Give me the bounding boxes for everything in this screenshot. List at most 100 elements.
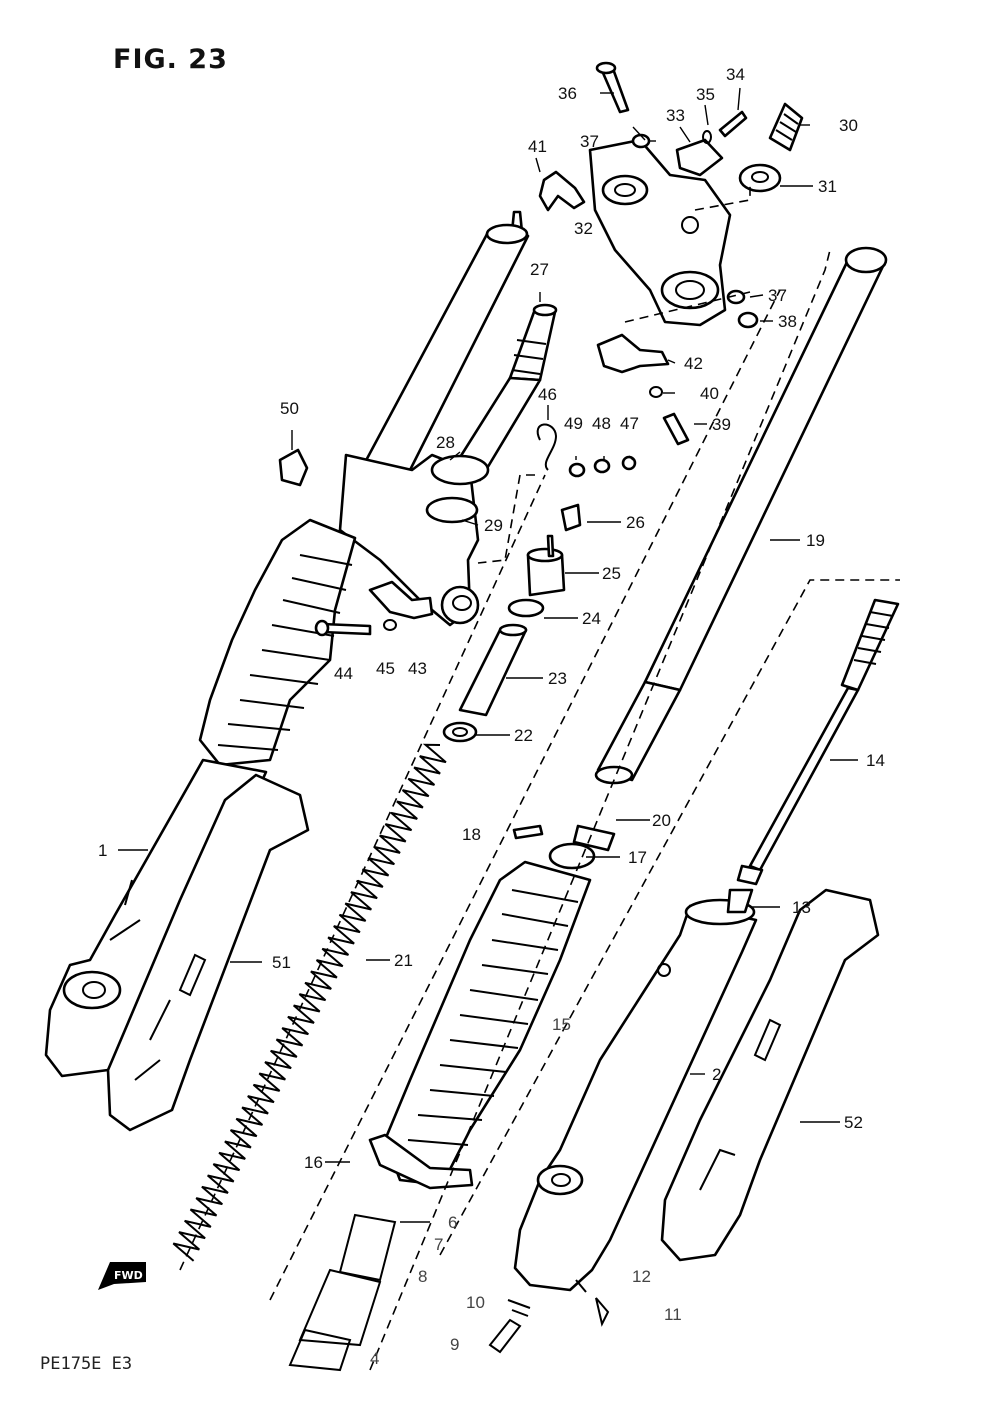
left-fork-assembly: [44, 210, 530, 1078]
callout-33: 33: [666, 106, 685, 125]
right-axle-boss: [536, 1164, 584, 1196]
seal-6: [338, 1213, 397, 1282]
callout-2: 2: [712, 1065, 721, 1084]
bleed-screw-26: [560, 503, 582, 532]
cable-guide-42: [596, 333, 670, 374]
callout-46: 46: [538, 385, 557, 404]
leader-lines: [118, 87, 858, 1223]
fork-spring-21: [172, 743, 447, 1262]
callout-30: 30: [839, 116, 858, 135]
callout-29: 29: [484, 516, 503, 535]
screw-18: [512, 824, 544, 840]
washer-12: [575, 1279, 587, 1293]
callout-37-side: 37: [768, 286, 787, 305]
callout-44: 44: [334, 664, 353, 683]
clip-41: [538, 170, 586, 212]
callout-9: 9: [450, 1335, 459, 1354]
callout-21: 21: [394, 951, 413, 970]
callout-25: 25: [602, 564, 621, 583]
washer-45: [383, 619, 397, 631]
model-code: PE175E E3: [40, 1354, 133, 1374]
callout-20: 20: [652, 811, 671, 830]
bolt-9: [488, 1318, 522, 1354]
callout-18: 18: [462, 825, 481, 844]
callout-34: 34: [726, 65, 745, 84]
damper-rod-14: [736, 598, 900, 886]
left-inner-tube-cap: [485, 223, 529, 245]
callout-40: 40: [700, 384, 719, 403]
washer-49: [568, 462, 586, 478]
washer-10: [507, 1299, 531, 1317]
clamp-16: [368, 1133, 474, 1190]
spacer-23: [458, 628, 528, 717]
screw-47: [621, 455, 637, 471]
right-fork-assembly: [368, 246, 888, 1190]
ring-20: [572, 824, 616, 852]
callout-39: 39: [712, 415, 731, 434]
callout-16: 16: [304, 1153, 323, 1172]
callout-19: 19: [806, 531, 825, 550]
callout-7: 7: [434, 1235, 443, 1254]
callout-17: 17: [628, 848, 647, 867]
callout-27: 27: [530, 260, 549, 279]
callout-35: 35: [696, 85, 715, 104]
assembly-guide-lines: [179, 185, 900, 1371]
callout-42: 42: [684, 354, 703, 373]
figure-title: FIG. 23: [113, 44, 228, 75]
right-fork-boot: [383, 860, 592, 1187]
left-fork-boot: [198, 518, 357, 767]
right-outer-slider: [513, 888, 758, 1292]
cap-bolt-30: [768, 102, 804, 152]
bolt-34: [718, 110, 748, 138]
clamp-43: [368, 580, 434, 620]
damper-parts: [442, 503, 582, 743]
callout-47: 47: [620, 414, 639, 433]
callout-28: 28: [436, 433, 455, 452]
callout-45: 45: [376, 659, 395, 678]
callout-38: 38: [778, 312, 797, 331]
lower-seals-and-fasteners: [288, 1213, 610, 1372]
callout-36: 36: [558, 84, 577, 103]
washer-35: [702, 130, 712, 144]
callout-52: 52: [844, 1113, 863, 1132]
callout-49: 49: [564, 414, 583, 433]
callout-10: 10: [466, 1293, 485, 1312]
bracket-50: [278, 448, 309, 487]
callout-13: 13: [792, 898, 811, 917]
callout-31: 31: [818, 177, 837, 196]
seal-8: [288, 1328, 352, 1372]
nut-48: [593, 458, 611, 474]
guard-52: [660, 888, 880, 1262]
callout-8: 8: [418, 1267, 427, 1286]
callout-4: 4: [370, 1349, 379, 1368]
callout-24: 24: [582, 609, 601, 628]
callout-11: 11: [664, 1305, 682, 1324]
callout-37-top: 37: [580, 132, 599, 151]
svg-text:FWD: FWD: [114, 1269, 143, 1282]
circlip-46: [536, 423, 558, 471]
upper-bracket-assembly: [538, 61, 804, 446]
washer-37a: [631, 133, 651, 149]
callout-labels: 1 2 4 6 7 8 9 10 11 12 13 14 15 16 17 18…: [98, 65, 885, 1368]
callout-12: 12: [632, 1267, 651, 1286]
clamp-17: [548, 842, 596, 870]
o-ring-24: [507, 598, 545, 618]
callout-1: 1: [98, 841, 107, 860]
callout-51: 51: [272, 953, 291, 972]
callout-50: 50: [280, 399, 299, 418]
callout-41: 41: [528, 137, 547, 156]
washer-40: [649, 386, 663, 398]
nut-38: [737, 311, 759, 329]
callout-6: 6: [448, 1213, 457, 1232]
left-lower-bracket-clamp: [440, 585, 480, 625]
callout-48: 48: [592, 414, 611, 433]
callout-26: 26: [626, 513, 645, 532]
bolt-11: [595, 1297, 610, 1327]
callout-32: 32: [574, 219, 593, 238]
seal-7: [298, 1268, 382, 1347]
guard-51: [106, 773, 310, 1132]
fwd-direction-arrow: FWD: [98, 1262, 146, 1290]
stem-bearing-28: [430, 454, 490, 486]
washer-22: [442, 721, 478, 743]
